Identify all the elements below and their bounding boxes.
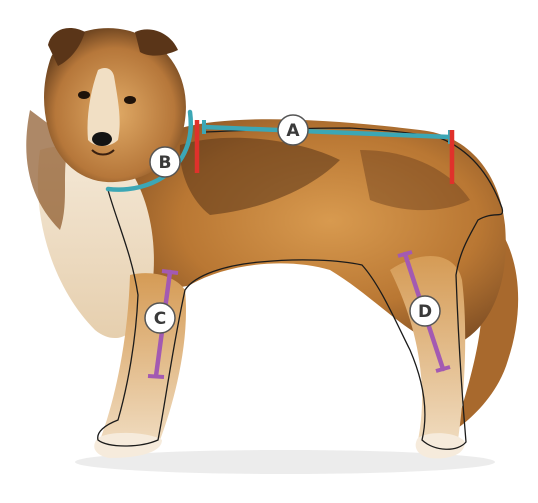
dog-outline <box>97 127 504 450</box>
dog-nose <box>92 132 112 146</box>
badge-a: A <box>277 114 309 146</box>
dog-saddle <box>179 137 340 215</box>
dog-eye-left <box>78 91 90 99</box>
measure-d-cap-bottom <box>435 365 451 373</box>
measure-a-line <box>201 124 453 140</box>
badge-b-label: B <box>159 153 172 173</box>
dog-left-ear <box>48 28 85 66</box>
dog-ruff <box>37 146 154 339</box>
dog-right-ear <box>135 29 178 56</box>
badge-d: D <box>409 295 441 327</box>
badge-b: B <box>149 146 181 178</box>
badge-c-label: C <box>154 309 166 329</box>
ground-shadow <box>75 450 495 474</box>
badge-a-label: A <box>286 121 300 141</box>
dog-eye-right <box>124 96 136 104</box>
dog-back-leg <box>390 256 466 446</box>
measure-c-cap-bottom <box>147 374 165 379</box>
dog-face-blaze <box>87 68 120 146</box>
badge-c: C <box>144 302 176 334</box>
dog-back-paw <box>415 433 465 459</box>
dog-mouth <box>91 149 115 156</box>
badge-d-label: D <box>418 302 432 322</box>
measure-d-cap-top <box>397 250 413 258</box>
measure-b-arc <box>105 109 193 192</box>
measure-c-cap-top <box>161 269 179 275</box>
dog-saddle-2 <box>360 150 470 211</box>
